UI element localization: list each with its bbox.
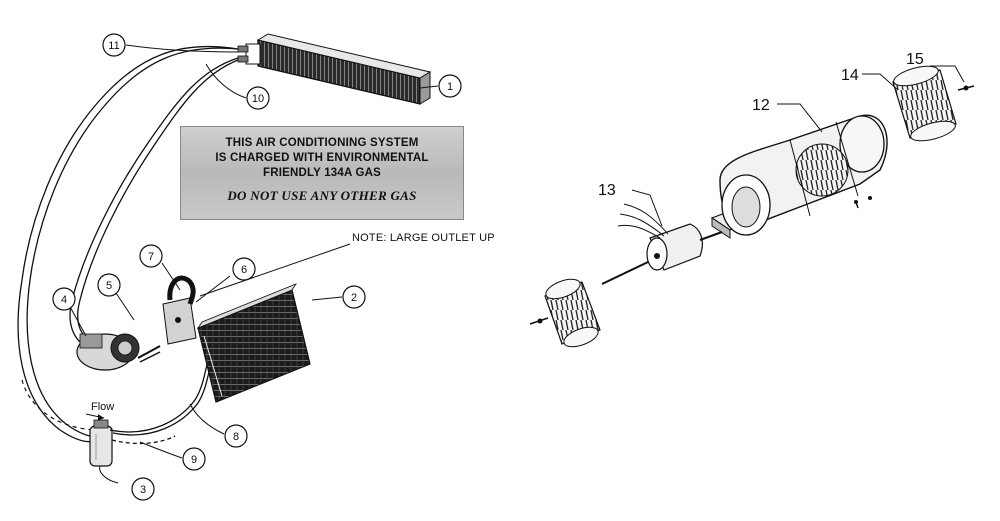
pressure-switch-bracket <box>162 275 197 345</box>
callout-6: 6 <box>232 257 256 281</box>
receiver-drier <box>89 419 113 467</box>
callout-10-label: 10 <box>252 93 264 105</box>
part-number-14: 14 <box>841 67 859 84</box>
callout-7: 7 <box>139 244 163 268</box>
leader-lines <box>67 44 439 484</box>
callout-1: 1 <box>438 74 462 98</box>
blower-motor <box>601 203 723 285</box>
callout-11-label: 11 <box>108 40 119 52</box>
condenser-coil <box>196 283 311 403</box>
refrigerant-hoses <box>17 45 239 443</box>
part-number-12: 12 <box>752 97 770 114</box>
callout-7-label: 7 <box>148 251 154 263</box>
callout-5: 5 <box>97 273 121 297</box>
callout-4: 4 <box>52 287 76 311</box>
warning-line-3: FRIENDLY 134A GAS <box>262 167 381 179</box>
refrigerant-warning-label: THIS AIR CONDITIONING SYSTEM IS CHARGED … <box>180 126 464 220</box>
liquid-lines <box>109 355 214 445</box>
warning-line-4: DO NOT USE ANY OTHER GAS <box>227 188 417 203</box>
callout-1-label: 1 <box>447 81 453 93</box>
leader-lines-right <box>631 65 965 227</box>
callout-6-label: 6 <box>241 264 247 276</box>
callout-4-label: 4 <box>61 294 67 306</box>
callout-8-label: 8 <box>233 431 239 443</box>
blower-wheel-right <box>892 65 975 142</box>
callout-10: 10 <box>246 86 270 110</box>
warning-line-2: IS CHARGED WITH ENVIRONMENTAL <box>215 152 429 164</box>
part-number-15: 15 <box>906 51 924 68</box>
outlet-note: NOTE: LARGE OUTLET UP <box>352 232 495 244</box>
warning-line-1: THIS AIR CONDITIONING SYSTEM <box>225 137 419 149</box>
part-number-13: 13 <box>598 182 616 199</box>
callout-5-label: 5 <box>106 280 112 292</box>
blower-housing <box>710 114 888 239</box>
flow-label: Flow <box>91 401 114 413</box>
flow-arrowhead <box>98 414 104 421</box>
callout-2: 2 <box>342 285 366 309</box>
callout-9: 9 <box>182 447 206 471</box>
evaporator-coil <box>237 33 432 105</box>
blower-wheel-left <box>529 278 601 348</box>
compressor <box>76 333 161 371</box>
callout-9-label: 9 <box>191 454 197 466</box>
callout-2-label: 2 <box>351 292 357 304</box>
callout-11: 11 <box>102 33 126 57</box>
callout-3-label: 3 <box>140 484 146 496</box>
callout-3: 3 <box>131 477 155 501</box>
callout-8: 8 <box>224 424 248 448</box>
